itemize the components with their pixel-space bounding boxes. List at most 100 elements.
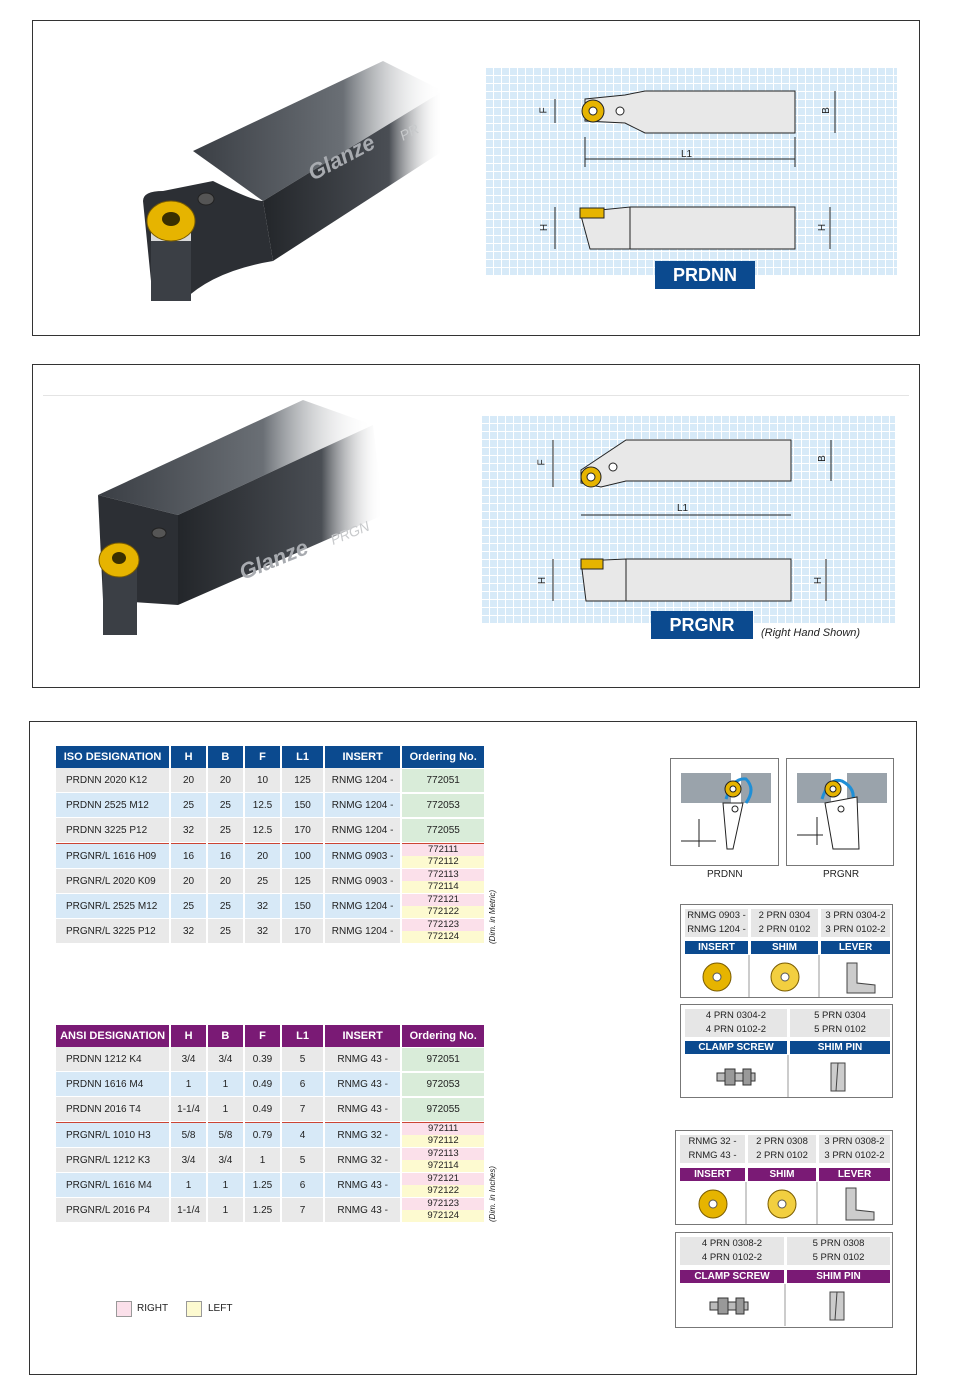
tool-holder-photo-prgnr: Glanze PRGN	[98, 400, 383, 635]
l1-cell: 6	[282, 1072, 323, 1097]
ordering-number-left: 772114	[402, 881, 484, 893]
diagram-label-prgnr: PRGNR	[823, 869, 860, 880]
insert-code: RNMG 1204 -	[687, 924, 746, 935]
legend-right-swatch	[116, 1301, 132, 1317]
dim-label-h-right: H	[817, 223, 829, 232]
mounting-diagram-prgnr	[786, 758, 894, 866]
h-cell: 3/4	[171, 1047, 206, 1072]
col-header-ordering: Ordering No.	[402, 1025, 484, 1047]
insert-cell: RNMG 1204 -	[324, 919, 401, 944]
col-header-b: B	[207, 1025, 243, 1047]
dim-note-metric: (Dim. in Metric)	[488, 889, 497, 944]
pin-header: SHIM PIN	[790, 1041, 890, 1054]
h-cell: 32	[171, 919, 206, 944]
b-cell: 20	[207, 869, 243, 894]
lever-icon	[845, 1187, 875, 1221]
tool-name-label: PRGNR	[651, 611, 753, 639]
l1-cell: 100	[282, 843, 323, 869]
ordering-cell: 772055	[402, 818, 484, 843]
pin-code: 5 PRN 0308	[812, 1238, 865, 1249]
b-cell: 25	[207, 919, 243, 944]
clamp-header: CLAMP SCREW	[685, 1041, 787, 1054]
shim-pin-icon	[830, 1062, 846, 1092]
divider-line	[43, 395, 909, 396]
f-cell: 0.49	[244, 1072, 281, 1097]
col-header-l1: L1	[282, 1025, 323, 1047]
insert-icon	[698, 1189, 728, 1219]
dim-label-h-right: H	[813, 576, 825, 585]
dim-label-b: B	[820, 107, 832, 114]
lever-header: LEVER	[821, 941, 890, 954]
shim-code: 2 PRN 0102	[758, 924, 811, 935]
f-cell: 0.79	[244, 1122, 281, 1148]
l1-cell: 170	[282, 818, 323, 843]
f-cell: 20	[244, 843, 281, 869]
ordering-number-right: 772121	[402, 894, 484, 906]
insert-cell: RNMG 32 -	[324, 1122, 401, 1148]
l1-cell: 125	[282, 869, 323, 894]
b-cell: 16	[207, 843, 243, 869]
ordering-cell: 772051	[402, 768, 484, 793]
b-cell: 20	[207, 768, 243, 793]
insert-code: RNMG 0903 -	[687, 910, 746, 921]
ordering-number: 772055	[402, 818, 484, 842]
b-cell: 1	[207, 1097, 243, 1122]
dim-label-b: B	[816, 455, 828, 462]
f-cell: 1.25	[244, 1198, 281, 1223]
hand-note: (Right Hand Shown)	[761, 627, 861, 639]
insert-header: INSERT	[685, 941, 748, 954]
insert-cell: RNMG 0903 -	[324, 843, 401, 869]
ordering-number: 772051	[402, 768, 484, 792]
dim-label-f: F	[536, 459, 548, 466]
lever-code: 3 PRN 0102-2	[825, 924, 886, 935]
tool-holder-photo-prdnn: Glanze PR	[143, 61, 443, 301]
l1-cell: 150	[282, 793, 323, 818]
legend-left-swatch	[186, 1301, 202, 1317]
f-cell: 1.25	[244, 1173, 281, 1198]
l1-cell: 5	[282, 1047, 323, 1072]
insert-cell: RNMG 32 -	[324, 1148, 401, 1173]
dim-label-f: F	[538, 107, 550, 114]
clamp-screw-icon	[709, 1297, 749, 1315]
col-header-b: B	[207, 746, 243, 768]
insert-icon	[702, 962, 732, 992]
h-cell: 1	[171, 1072, 206, 1097]
ordering-number-left: 972124	[402, 1210, 484, 1222]
f-cell: 12.5	[244, 818, 281, 843]
h-cell: 25	[171, 793, 206, 818]
insert-code: RNMG 43 -	[688, 1150, 737, 1161]
parts-box-inch-2: 4 PRN 0308-2 4 PRN 0102-2 5 PRN 0308 5 P…	[675, 1232, 893, 1328]
pin-code: 5 PRN 0102	[814, 1024, 866, 1035]
ordering-number-right: 772113	[402, 869, 484, 881]
ordering-number-right: 772111	[402, 844, 484, 856]
ordering-number: 972055	[402, 1097, 484, 1121]
l1-cell: 170	[282, 919, 323, 944]
dim-label-h-left: H	[539, 223, 551, 232]
h-cell: 1	[171, 1173, 206, 1198]
col-header-l1: L1	[282, 746, 323, 768]
diagram-label-prdnn: PRDNN	[707, 869, 743, 880]
f-cell: 32	[244, 919, 281, 944]
l1-cell: 150	[282, 894, 323, 919]
lever-code: 3 PRN 0304-2	[825, 910, 886, 921]
insert-cell: RNMG 1204 -	[324, 793, 401, 818]
pin-code: 5 PRN 0102	[812, 1252, 865, 1263]
designation-cell: PRGNR/L 1616 M4	[56, 1173, 170, 1198]
clamp-code: 4 PRN 0304-2	[705, 1010, 767, 1021]
insert-cell: RNMG 43 -	[324, 1097, 401, 1122]
l1-cell: 5	[282, 1148, 323, 1173]
b-cell: 25	[207, 793, 243, 818]
l1-cell: 125	[282, 768, 323, 793]
col-header-ordering: Ordering No.	[402, 746, 484, 768]
insert-cell: RNMG 1204 -	[324, 768, 401, 793]
ordering-number-right: 972121	[402, 1173, 484, 1185]
